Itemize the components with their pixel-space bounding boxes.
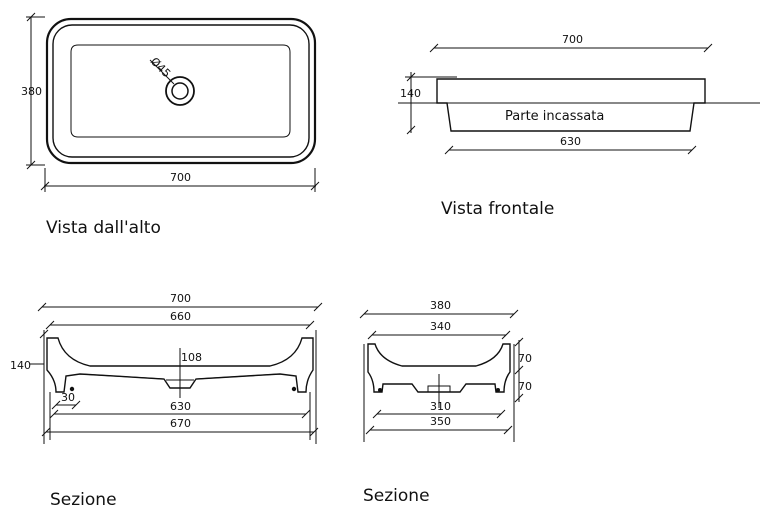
tick: [301, 409, 311, 419]
tick: [429, 43, 439, 53]
tick: [372, 409, 382, 419]
tick: [444, 145, 454, 155]
tick: [703, 43, 713, 53]
short-width-380-label: 380: [430, 299, 451, 312]
tick: [310, 181, 320, 191]
section-width-660-label: 660: [170, 310, 191, 323]
tick: [40, 181, 50, 191]
front-width-bottom-label: 630: [560, 135, 581, 148]
front-view-caption: Vista frontale: [441, 199, 554, 219]
long-section-caption: Sezione: [50, 490, 117, 510]
drain-hole-inner: [171, 82, 189, 100]
section-width-630-label: 630: [170, 400, 191, 413]
tick: [501, 330, 511, 340]
short-height-70b-label: 70: [518, 380, 532, 393]
section-width-670-label: 670: [170, 417, 191, 430]
tick: [305, 320, 315, 330]
front-view: Parte incassata 700 140 630 Vista fronta…: [398, 33, 760, 219]
tick: [37, 302, 47, 312]
tick: [406, 72, 416, 82]
short-foot-left: [378, 388, 382, 392]
drain-diameter-label: Ø45: [148, 55, 173, 80]
top-view: Ø45 380 700 Vista dall'alto: [21, 12, 320, 238]
tick: [39, 329, 49, 339]
front-height-label: 140: [400, 87, 421, 100]
width-dim-label: 700: [170, 171, 191, 184]
tick: [313, 302, 323, 312]
tick: [26, 12, 36, 22]
basin-inner-rim: [52, 24, 310, 158]
tick: [51, 400, 61, 410]
drain-offset-label: 108: [181, 351, 202, 364]
tick: [514, 393, 524, 403]
short-section: 380 340 70 70 310 350 Sezione: [359, 299, 532, 506]
tick: [514, 337, 524, 347]
short-section-profile: [367, 343, 511, 393]
tick: [367, 330, 377, 340]
short-foot-right: [496, 388, 500, 392]
tick: [45, 320, 55, 330]
foot-right: [291, 386, 297, 392]
tick: [26, 160, 36, 170]
long-section: 700 660 140 108 30 630 670: [10, 292, 323, 510]
height-dim-label: 380: [21, 85, 42, 98]
top-view-caption: Vista dall'alto: [46, 218, 161, 238]
tick: [514, 365, 524, 375]
short-section-caption: Sezione: [363, 486, 430, 506]
short-width-310-label: 310: [430, 400, 451, 413]
basin-bowl: [70, 44, 291, 138]
tick: [49, 409, 59, 419]
recessed-part-label: Parte incassata: [505, 109, 604, 124]
drain-leader: [149, 59, 175, 85]
tick: [359, 309, 369, 319]
front-width-top-label: 700: [562, 33, 583, 46]
section-width-700-label: 700: [170, 292, 191, 305]
tick: [503, 425, 513, 435]
short-height-70a-label: 70: [518, 352, 532, 365]
section-outer-profile: [46, 337, 314, 393]
detail-30-label: 30: [61, 391, 75, 404]
tick: [406, 125, 416, 135]
short-width-350-label: 350: [430, 415, 451, 428]
tick: [41, 427, 51, 437]
basin-outline: [45, 17, 317, 165]
tick: [496, 409, 506, 419]
tick: [309, 427, 319, 437]
tick: [687, 145, 697, 155]
tick: [509, 309, 519, 319]
short-width-340-label: 340: [430, 320, 451, 333]
foot-left: [69, 386, 75, 392]
tick: [71, 400, 81, 410]
tick: [365, 425, 375, 435]
front-profile: [436, 78, 706, 132]
section-height-label: 140: [10, 359, 31, 372]
